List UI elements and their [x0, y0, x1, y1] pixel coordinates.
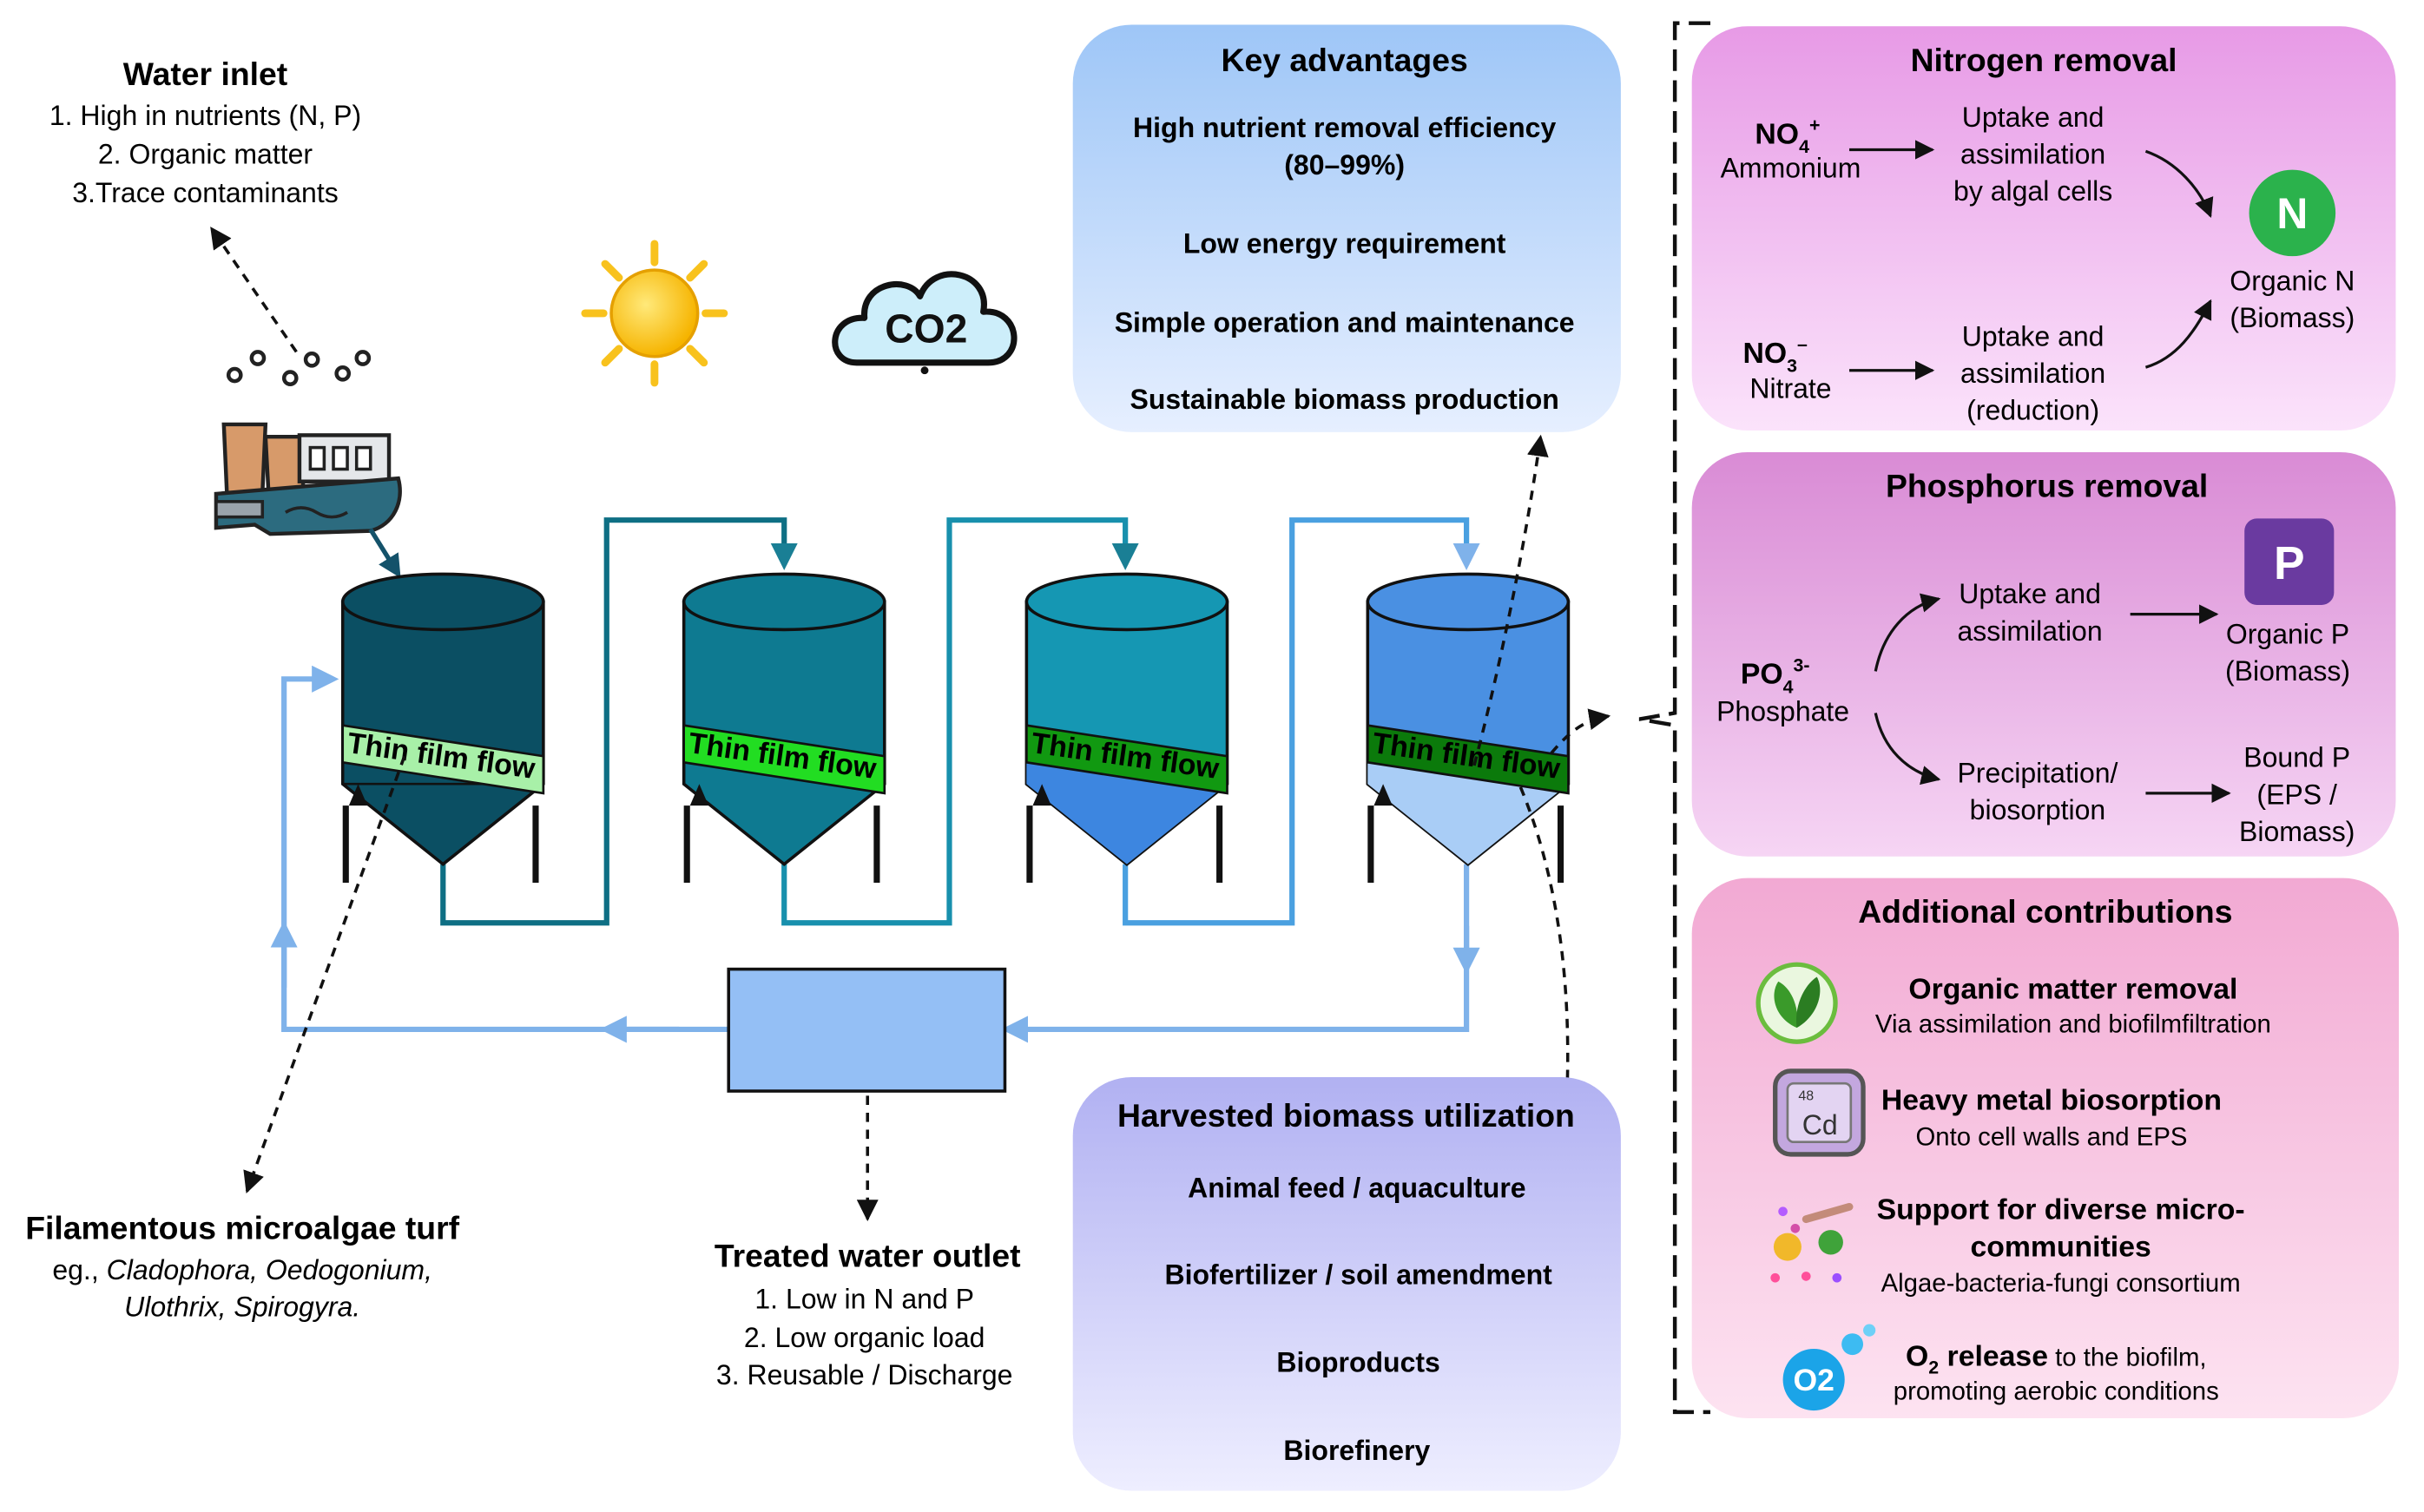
water-inlet-item: 2. Organic matter — [98, 138, 313, 169]
phosphate-arrow — [1874, 593, 1941, 672]
tank-4: Thin film flow — [1366, 572, 1571, 884]
nitrogen-badge-icon: N — [2249, 169, 2336, 257]
organic-removal-sub: Via assimilation and biofilmfiltration — [1875, 1009, 2271, 1038]
nitrate-label: Nitrate — [1749, 373, 1831, 404]
organic-p-label: (Biomass) — [2225, 655, 2350, 687]
treated-outlet-title: Treated water outlet — [715, 1238, 1021, 1274]
treated-outlet-item: 3. Reusable / Discharge — [716, 1359, 1013, 1390]
organic-n-label: (Biomass) — [2230, 302, 2355, 333]
nitrate-formula: NO3– — [1742, 334, 1808, 377]
uptake-text: assimilation — [1960, 358, 2105, 389]
harvested-item: Biorefinery — [1283, 1435, 1430, 1466]
water-inlet-item: 1. High in nutrients (N, P) — [49, 100, 361, 131]
oxygen-bubble-icon: O2 — [1782, 1324, 1876, 1411]
precipitation-text: biosorption — [1970, 794, 2106, 825]
microbes-icon — [1770, 1202, 1854, 1283]
tank-1: Thin film flow — [340, 572, 545, 884]
advantage-item: High nutrient removal efficiency — [1133, 112, 1556, 143]
advantage-item: Sustainable biomass production — [1130, 384, 1558, 415]
heavy-metal-title: Heavy metal biosorption — [1881, 1083, 2222, 1116]
pointer-arrows — [243, 434, 1611, 1222]
micro-communities-title: communities — [1970, 1230, 2151, 1263]
additional-panel — [1691, 878, 2400, 1418]
svg-text:N: N — [2276, 189, 2308, 238]
advantage-item: Simple operation and maintenance — [1115, 306, 1575, 338]
tank-2: Thin film flow — [682, 572, 886, 884]
nitrogen-panel — [1691, 26, 2396, 431]
nitrogen-arrow — [2144, 299, 2212, 369]
collection-tank — [727, 967, 1007, 1093]
precipitation-text: Precipitation/ — [1957, 757, 2118, 788]
organic-p-label: Organic P — [2226, 618, 2349, 649]
svg-text:48: 48 — [1798, 1089, 1814, 1104]
phosphorus-panel — [1691, 451, 2396, 857]
factory-icon — [214, 350, 402, 536]
phosphorus-badge-icon: P — [2244, 518, 2335, 605]
ammonium-label: Ammonium — [1721, 152, 1861, 183]
phosphate-label: Phosphate — [1716, 695, 1849, 726]
uptake-text: (reduction) — [1966, 395, 2099, 426]
advantage-item: Low energy requirement — [1183, 228, 1506, 260]
uptake-text: by algal cells — [1953, 175, 2112, 207]
bound-p-label: Biomass) — [2239, 816, 2355, 847]
key-advantages-panel — [1072, 24, 1621, 432]
co2-cloud-icon: CO2 — [832, 271, 1018, 375]
harvested-panel — [1072, 1077, 1621, 1491]
uptake-text: assimilation — [1957, 615, 2102, 647]
inlet-flow-arrow — [368, 528, 401, 578]
uptake-text: Uptake and — [1962, 320, 2105, 352]
uptake-text: Uptake and — [1959, 578, 2101, 609]
organic-removal-title: Organic matter removal — [1908, 972, 2237, 1005]
filamentous-title: Filamentous microalgae turf — [25, 1210, 459, 1246]
treated-outlet-item: 2. Low organic load — [744, 1322, 985, 1353]
sun-icon — [581, 240, 728, 387]
harvested-item: Bioproducts — [1276, 1347, 1439, 1378]
uptake-text: Uptake and — [1962, 102, 2105, 133]
nitrogen-arrow — [2144, 149, 2214, 219]
svg-text:CO2: CO2 — [885, 306, 967, 352]
harvested-title: Harvested biomass utilization — [1117, 1097, 1575, 1134]
o2-release-line1: O2 release to the biofilm, — [1906, 1340, 2207, 1378]
tank-3: Thin film flow — [1024, 572, 1229, 884]
advantage-item: (80–99%) — [1284, 149, 1405, 181]
heavy-metal-sub: Onto cell walls and EPS — [1915, 1122, 2187, 1151]
filamentous-species-line1: eg., Cladophora, Oedogonium, — [52, 1254, 432, 1285]
o2-release-line2: promoting aerobic conditions — [1894, 1377, 2219, 1406]
bound-p-label: Bound P — [2243, 742, 2350, 773]
harvested-item: Biofertilizer / soil amendment — [1164, 1259, 1552, 1290]
organic-n-label: Organic N — [2230, 265, 2355, 296]
cadmium-element-icon: 48 Cd — [1773, 1068, 1866, 1157]
inlet-pointer-arrow — [210, 227, 298, 353]
micro-communities-sub: Algae-bacteria-fungi consortium — [1881, 1269, 2241, 1298]
key-advantages-title: Key advantages — [1222, 42, 1468, 78]
micro-communities-title: Support for diverse micro- — [1877, 1193, 2245, 1226]
ammonium-formula: NO4+ — [1755, 115, 1820, 157]
water-inlet-item: 3.Trace contaminants — [72, 177, 339, 208]
svg-text:O2: O2 — [1793, 1363, 1834, 1397]
svg-text:P: P — [2274, 538, 2305, 589]
uptake-text: assimilation — [1960, 138, 2105, 169]
svg-text:Cd: Cd — [1802, 1109, 1838, 1141]
phosphate-arrow — [1874, 713, 1941, 786]
treated-outlet-item: 1. Low in N and P — [754, 1284, 974, 1315]
phosphate-formula: PO43- — [1741, 654, 1810, 697]
piping — [270, 517, 1480, 1043]
harvested-item: Animal feed / aquaculture — [1188, 1173, 1525, 1204]
leaf-icon — [1755, 962, 1838, 1044]
bound-p-label: (EPS / — [2256, 779, 2337, 810]
phosphorus-title: Phosphorus removal — [1886, 468, 2208, 504]
nitrogen-title: Nitrogen removal — [1911, 42, 2177, 78]
additional-title: Additional contributions — [1858, 893, 2232, 930]
bracket — [1638, 21, 1711, 1415]
water-inlet-title: Water inlet — [123, 56, 287, 92]
filamentous-species-line2: Ulothrix, Spirogyra. — [124, 1292, 360, 1323]
